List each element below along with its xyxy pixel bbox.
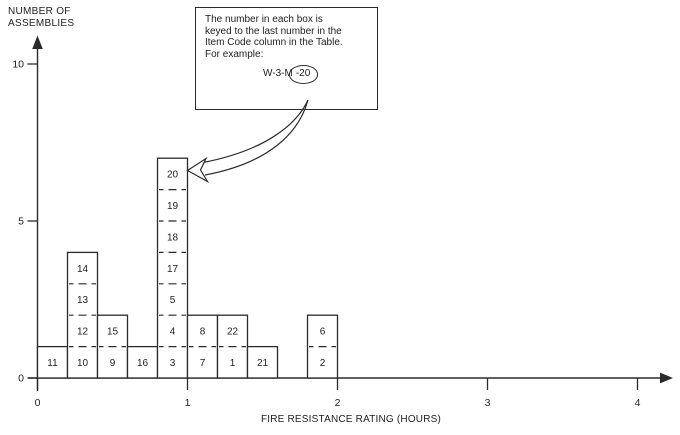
box-item-number: 21 [257,358,269,369]
box-item-number: 16 [137,358,149,369]
box-item-number: 8 [200,327,206,338]
x-axis-title: FIRE RESISTANCE RATING (HOURS) [260,414,442,425]
box-item-number: 1 [230,358,236,369]
box-item-number: 13 [77,295,89,306]
histogram-bar [126,345,159,379]
box-item-number: 19 [167,201,179,212]
annotation-box: The number in each box is keyed to the l… [195,7,378,110]
x-axis-arrowhead [660,372,673,384]
y-tick-label: 10 [12,59,24,71]
callout-arrowhead [186,156,210,184]
annotation-text-line: For example: [205,48,264,60]
example-code-prefix: W-3-M [263,68,293,80]
callout-arrow-upper-curve [202,99,309,164]
box-item-number: 14 [77,264,89,275]
box-item-number: 5 [170,295,176,306]
box-item-number: 3 [170,358,176,369]
box-item-number: 7 [200,358,206,369]
box-item-number: 15 [107,327,119,338]
box-item-number: 4 [170,327,176,338]
annotation-text-line: Item Code column in the Table. [205,37,343,49]
x-tick-label: 4 [635,397,641,409]
x-tick-label: 0 [35,397,41,409]
annotation-text-line: keyed to the last number in the [205,25,342,37]
box-item-number: 12 [77,327,89,338]
callout-arrow-lower-curve [204,99,309,176]
box-item-number: 18 [167,232,179,243]
box-item-number: 17 [167,264,179,275]
box-item-number: 22 [227,327,239,338]
histogram-bar [156,157,189,379]
box-item-number: 10 [77,358,89,369]
annotation-example-code: W-3-M-20 [205,65,369,84]
y-tick-label: 0 [18,373,24,385]
y-tick-label: 5 [18,216,24,228]
x-tick-label: 1 [185,397,191,409]
histogram-bar [246,345,279,379]
box-item-number: 20 [167,170,179,181]
y-axis-label-line2: ASSEMBLIES [8,18,75,29]
y-axis-label-line1: NUMBER OF [8,6,71,17]
box-item-number: 9 [110,358,116,369]
x-tick-label: 2 [335,397,341,409]
box-item-number: 11 [47,358,58,369]
example-code-circled-ellipse: -20 [288,65,319,84]
box-item-number: 2 [320,358,326,369]
box-item-number: 6 [320,327,326,338]
x-tick-label: 3 [485,397,491,409]
annotation-text-line: The number in each box is [205,14,323,25]
y-axis-arrowhead [32,35,43,49]
